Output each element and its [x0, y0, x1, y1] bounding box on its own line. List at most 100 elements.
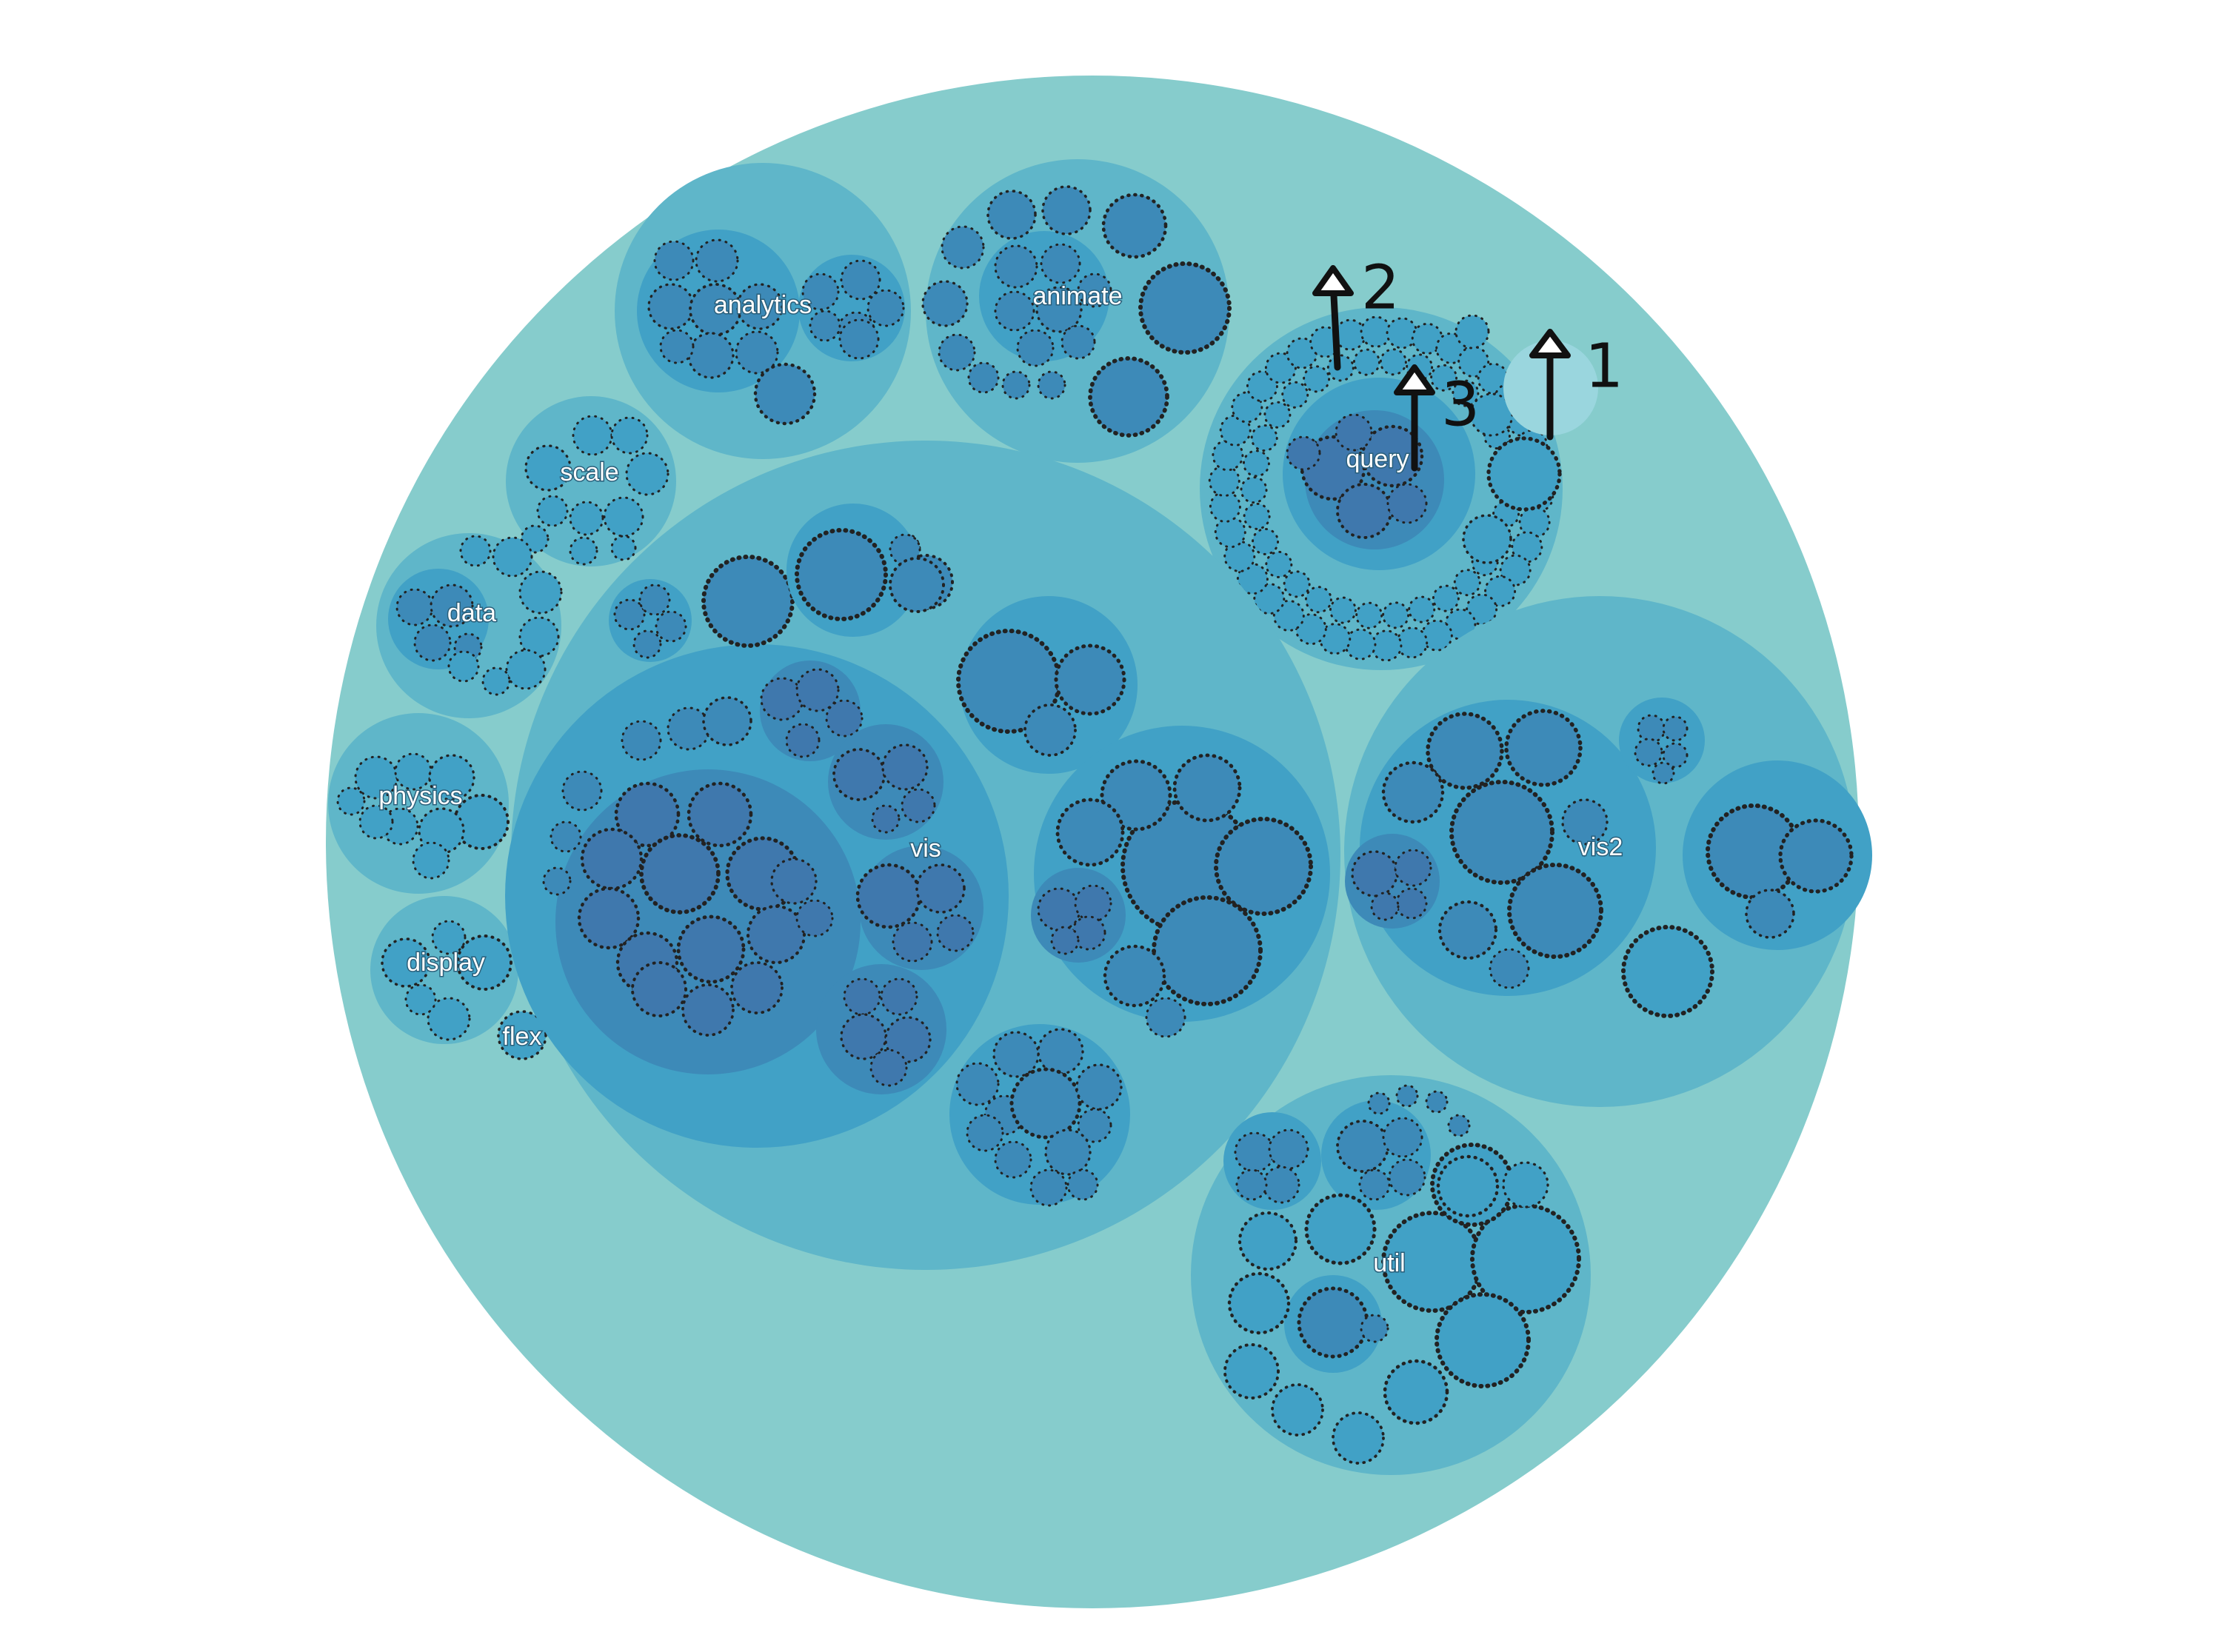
- vis-leaf: [613, 598, 646, 631]
- query-leaf: [1382, 601, 1410, 629]
- analytics-leaf: [838, 318, 880, 360]
- query-leaf: [1281, 381, 1309, 409]
- data-leaf: [518, 616, 560, 658]
- vis2-leaf: [1489, 948, 1530, 989]
- animate-leaf: [1040, 243, 1081, 284]
- animate-leaf: [1041, 185, 1092, 235]
- util-leaf: [1262, 1166, 1300, 1204]
- vis-leaf: [1103, 944, 1166, 1008]
- scale-leaf: [569, 501, 604, 536]
- vis-leaf: [655, 610, 687, 643]
- vis-leaf: [1044, 1128, 1092, 1176]
- vis-leaf: [1037, 1028, 1084, 1075]
- vis-leaf: [631, 961, 687, 1017]
- vis-leaf: [1023, 703, 1077, 757]
- query-leaf: [1236, 563, 1269, 595]
- query-leaf: [1408, 595, 1436, 623]
- query-leaf: [1265, 550, 1293, 578]
- vis2-leaf: [1351, 850, 1398, 897]
- util-leaf: [1388, 1158, 1426, 1197]
- data-leaf: [492, 536, 533, 578]
- vis-leaf: [992, 1031, 1040, 1078]
- annotation-arrow-3: 3: [1394, 364, 1480, 472]
- vis-leaf: [843, 977, 881, 1016]
- display-leaf: [431, 920, 467, 955]
- physics-leaf: [428, 754, 475, 801]
- vis-leaf: [1172, 753, 1242, 823]
- vis-leaf: [795, 528, 888, 621]
- vis2-leaf: [1634, 738, 1663, 767]
- label-flex: flex: [503, 1023, 542, 1051]
- vis-leaf: [1074, 884, 1112, 923]
- vis-leaf: [580, 827, 644, 891]
- vis2-leaf: [1662, 715, 1689, 742]
- label-query: query: [1346, 445, 1409, 473]
- query-leaf: [1355, 601, 1383, 629]
- vis-leaf: [730, 961, 784, 1014]
- scale-leaf: [572, 415, 613, 456]
- vis-leaf: [1100, 759, 1172, 832]
- label-vis2: vis2: [1578, 833, 1623, 861]
- scale-leaf: [569, 536, 598, 566]
- physics-leaf: [358, 804, 394, 840]
- vis-leaf: [889, 557, 945, 613]
- query-leaf: [1486, 436, 1562, 512]
- query-leaf: [1208, 464, 1240, 497]
- label-display: display: [407, 949, 485, 977]
- query-leaf: [1457, 346, 1490, 378]
- display-leaf: [427, 997, 471, 1041]
- vis-leaf: [901, 788, 936, 823]
- query-leaf: [1304, 586, 1332, 614]
- vis-leaf: [994, 1140, 1032, 1179]
- util-leaf: [1436, 1154, 1500, 1218]
- label-animate: animate: [1033, 282, 1123, 310]
- query-leaf: [1286, 435, 1321, 471]
- query-leaf: [1462, 514, 1512, 564]
- vis-leaf: [785, 723, 821, 758]
- util-leaf: [1234, 1131, 1275, 1173]
- util-leaf: [1268, 1128, 1309, 1170]
- group-display: [370, 896, 518, 1044]
- vis-leaf: [770, 857, 818, 905]
- vis2-leaf: [1561, 798, 1609, 846]
- display-leaf: [456, 934, 512, 991]
- util-leaf: [1332, 1411, 1385, 1465]
- vis2-leaf: [1381, 760, 1445, 824]
- vis-leaf: [1066, 1168, 1099, 1201]
- query-leaf: [1511, 531, 1543, 564]
- vis-leaf: [621, 720, 662, 761]
- vis2-leaf: [1370, 892, 1400, 921]
- vis-leaf: [614, 781, 681, 848]
- circle-layer: [326, 76, 1872, 1608]
- vis-leaf: [638, 583, 671, 616]
- query-leaf: [1518, 506, 1551, 538]
- query-leaf: [1386, 483, 1428, 524]
- vis-leaf: [687, 781, 753, 848]
- vis-leaf: [1050, 926, 1080, 955]
- animate-leaf: [1088, 356, 1169, 438]
- vis-leaf: [884, 1016, 932, 1063]
- query-leaf: [1352, 348, 1380, 376]
- annotation-arrow-2: 2: [1312, 253, 1400, 371]
- vis-leaf: [550, 820, 582, 853]
- query-leaf: [1243, 502, 1271, 530]
- label-vis: vis: [910, 835, 941, 863]
- vis-leaf: [1214, 817, 1313, 916]
- util-leaf: [1470, 1203, 1581, 1314]
- analytics-leaf: [735, 330, 779, 375]
- vis-leaf: [1145, 997, 1186, 1038]
- scale-leaf: [610, 535, 637, 561]
- vis2-leaf: [1504, 709, 1583, 787]
- util-leaf: [1360, 1314, 1389, 1343]
- util-leaf: [1502, 1161, 1549, 1208]
- query-leaf: [1396, 626, 1429, 659]
- vis-leaf: [795, 668, 840, 712]
- query-leaf: [1283, 570, 1311, 598]
- vis2-leaf: [1621, 925, 1714, 1018]
- analytics-leaf: [653, 240, 695, 281]
- annotation-label-1: 1: [1585, 331, 1623, 401]
- vis-leaf: [676, 914, 746, 984]
- analytics-leaf: [809, 310, 841, 342]
- query-leaf: [1303, 365, 1331, 393]
- query-leaf: [1430, 364, 1458, 392]
